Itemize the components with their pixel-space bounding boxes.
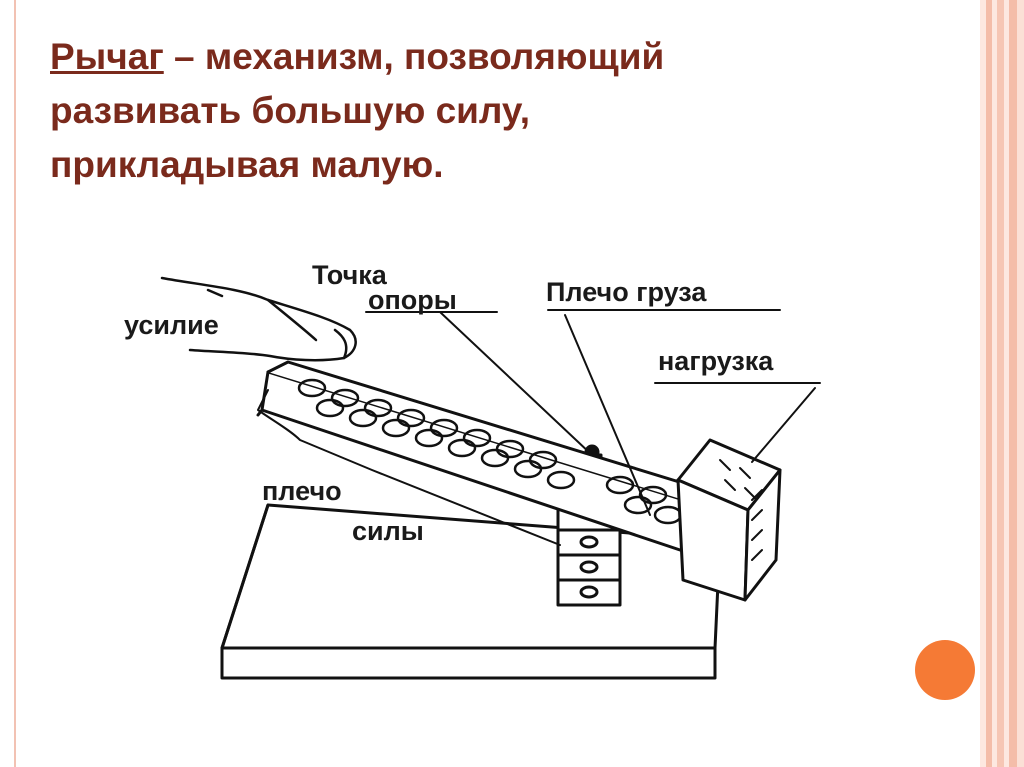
stripe [980, 0, 986, 767]
definition-title: Рычаг – механизм, позволяющий развивать … [50, 30, 950, 192]
accent-circle [915, 640, 975, 700]
title-line-3: прикладывая малую. [50, 144, 444, 185]
label-load: нагрузка [658, 346, 774, 376]
title-definition-part1: – механизм, позволяющий [163, 36, 665, 77]
force-arm-bracket [257, 389, 561, 546]
load-block [676, 438, 782, 602]
stripe [992, 0, 997, 767]
label-effort: усилие [124, 310, 219, 340]
load-leader [654, 382, 821, 463]
label-force-arm-line1: плечо [262, 476, 342, 506]
lever-studs [297, 378, 683, 525]
finger [160, 276, 357, 362]
left-border [14, 0, 16, 767]
right-decorative-stripes [980, 0, 1024, 767]
leader-lines [365, 309, 821, 516]
label-force-arm-line2: силы [352, 516, 424, 546]
title-line-2: развивать большую силу, [50, 90, 530, 131]
stripe [997, 0, 1004, 767]
stripe [1009, 0, 1017, 767]
load-arm-leader [547, 309, 781, 516]
title-term: Рычаг [50, 36, 164, 77]
stripe [986, 0, 992, 767]
label-fulcrum-line2: опоры [368, 285, 457, 315]
title-line-1: Рычаг – механизм, позволяющий [50, 30, 950, 84]
label-fulcrum-line1: Точка [312, 260, 388, 290]
stripe [1017, 0, 1024, 767]
label-load-arm: Плечо груза [546, 277, 707, 307]
stripe [1004, 0, 1009, 767]
fulcrum-leader [365, 311, 593, 456]
